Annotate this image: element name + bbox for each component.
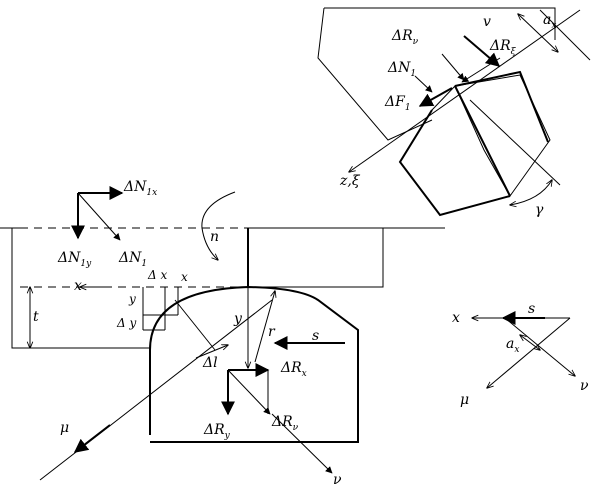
mu-arrow: [73, 424, 111, 453]
dRv-mid-vector: [227, 369, 271, 415]
gamma-arc: [510, 180, 552, 205]
tool-rake-face: [454, 70, 549, 143]
tool-tip-edge: [431, 85, 456, 111]
label-dN1-top: ΔN1: [387, 60, 416, 79]
z-xi-axis: [349, 9, 581, 172]
n-rotation-arc: [201, 191, 236, 260]
ax-dim-line: [518, 14, 558, 52]
label-dRy: ΔRy: [203, 422, 231, 441]
label-dRv-top: ΔRν: [391, 28, 419, 47]
label-dRxi: ΔRξ: [489, 38, 517, 57]
label-delta-l: Δl: [202, 355, 218, 371]
label-y-small: y: [128, 292, 136, 306]
nu-axis-line: [271, 413, 333, 474]
label-delta-x: Δ x: [147, 268, 167, 282]
label-n: n: [210, 229, 219, 245]
workpiece-left-side: [11, 228, 150, 349]
label-x-axis: x: [74, 278, 82, 294]
tool-section-view: v ax ΔRν ΔRξ ΔN1 ΔF1 z,ξ γ: [317, 7, 591, 218]
label-dN1x: ΔN1x: [123, 179, 157, 198]
workpiece-outline: [324, 7, 556, 40]
label-mu-right: μ: [460, 392, 469, 408]
tool-body: [454, 74, 551, 197]
mu-axis-line: [39, 299, 273, 481]
label-s-right: s: [528, 301, 535, 317]
workpiece-right-step: [248, 228, 384, 288]
label-dN1-mid: ΔN1: [118, 250, 147, 269]
label-x-small: x: [181, 270, 188, 284]
label-v: v: [483, 14, 491, 30]
label-z-xi: z,ξ: [339, 173, 361, 189]
dRxi-vector: [461, 57, 501, 83]
tool-flank: [398, 109, 511, 217]
label-x-right: x: [452, 310, 460, 326]
label-ax-right: ax: [506, 336, 519, 355]
label-ax-top: ax: [543, 12, 556, 31]
right-force-diagram: x s ax μ ν: [452, 301, 589, 408]
label-y-vert: y: [233, 311, 243, 327]
label-s-mid: s: [312, 328, 319, 344]
right-mu-line: [487, 317, 571, 388]
right-ax-tick: [520, 335, 540, 350]
label-r: r: [268, 324, 276, 340]
label-nu-bottom: ν: [333, 472, 342, 488]
label-gamma: γ: [535, 202, 544, 218]
workpiece-left-edge: [317, 7, 433, 141]
label-dRx: ΔRx: [280, 360, 307, 379]
label-nu-right: ν: [580, 378, 589, 394]
main-cutting-view: t ΔN1x ΔN1y ΔN1 n Δ x x x y Δ y: [0, 179, 445, 488]
label-dRv-mid: ΔRν: [271, 414, 299, 433]
tool-cutting-edge: [454, 85, 511, 197]
label-t: t: [33, 309, 39, 325]
dRv-top-vector: [441, 53, 465, 81]
dN1-top-vector: [414, 75, 433, 93]
dN1-mid-vector: [77, 192, 121, 241]
label-mu-left: μ: [60, 420, 69, 436]
label-dF1: ΔF1: [384, 94, 411, 113]
gamma-ref-line: [469, 99, 561, 186]
dl-line: [174, 299, 216, 351]
label-delta-y: Δ y: [116, 316, 136, 330]
label-dN1y: ΔN1y: [57, 250, 92, 269]
dF1-vector: [418, 87, 453, 107]
dl-tick: [195, 345, 228, 359]
tool-insert: [149, 285, 359, 443]
v-vector: [463, 35, 501, 67]
r-dim-line: [254, 291, 275, 363]
